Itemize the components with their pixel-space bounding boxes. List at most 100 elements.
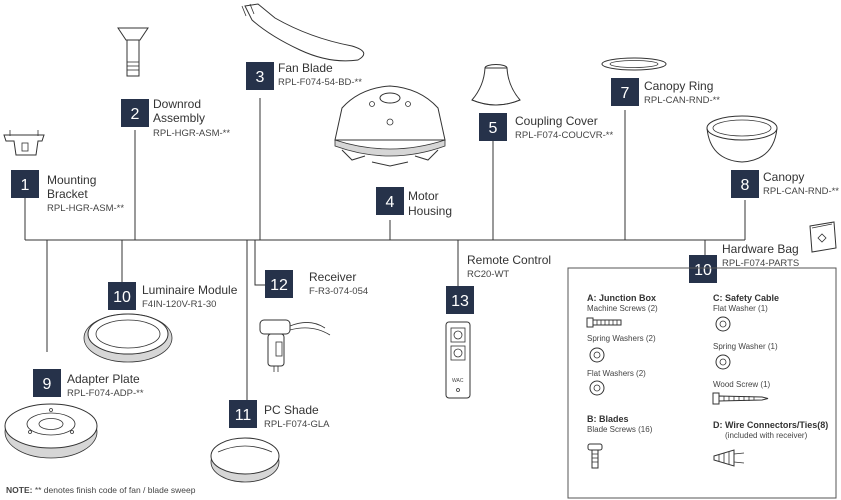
svg-text:11: 11 xyxy=(235,407,252,424)
part-name: Downrod xyxy=(153,97,201,111)
hardware-item: Wood Screw (1) xyxy=(713,380,771,389)
badge-part-7: 7 xyxy=(611,78,639,106)
badge-part-8: 8 xyxy=(731,170,759,198)
label-fan-blade: Fan Blade RPL-F074-54-BD-** xyxy=(278,61,362,88)
part-name: Assembly xyxy=(153,111,205,125)
section-d-title: D: Wire Connectors/Ties(8) xyxy=(713,420,828,430)
part-name: PC Shade xyxy=(264,403,319,417)
svg-text:12: 12 xyxy=(270,277,288,294)
part-code: RPL-F074-ADP-** xyxy=(67,388,144,399)
part-code: RC20-WT xyxy=(467,269,509,280)
svg-text:1: 1 xyxy=(21,177,30,194)
part-name: Canopy Ring xyxy=(644,79,713,93)
part-badges: 1 2 3 4 5 7 8 10 xyxy=(11,62,759,428)
flat-washer-icon xyxy=(715,316,731,332)
flat-washer-icon xyxy=(589,380,605,396)
part-name: Receiver xyxy=(309,270,356,284)
machine-screw-icon xyxy=(586,317,622,328)
label-canopy: Canopy RPL-CAN-RND-** xyxy=(763,170,839,197)
note-label: NOTE: xyxy=(6,485,33,495)
badge-part-10-luminaire: 10 xyxy=(108,282,136,310)
part-name: Motor xyxy=(408,189,439,203)
hardware-bag-box: A: Junction Box Machine Screws (2) Sprin… xyxy=(567,267,837,499)
remote-control-illustration: WAC xyxy=(445,321,471,399)
footnote: NOTE: ** denotes finish code of fan / bl… xyxy=(6,485,196,495)
motor-housing-illustration xyxy=(334,85,446,167)
pc-shade-illustration xyxy=(210,437,280,483)
badge-part-9: 9 xyxy=(33,369,61,397)
part-code: RPL-F074-54-BD-** xyxy=(278,77,362,88)
hardware-item: (included with receiver) xyxy=(725,431,808,440)
hardware-item: Flat Washer (1) xyxy=(713,304,768,313)
hardware-bag-frame xyxy=(567,267,837,499)
part-code: RPL-F074-PARTS xyxy=(722,258,799,269)
downrod-illustration xyxy=(117,27,149,77)
svg-text:5: 5 xyxy=(489,120,498,137)
mounting-bracket-illustration xyxy=(3,130,45,156)
badge-part-5: 5 xyxy=(479,113,507,141)
coupling-cover-illustration xyxy=(471,64,521,106)
label-adapter-plate: Adapter Plate RPL-F074-ADP-** xyxy=(67,372,144,399)
fan-blade-illustration xyxy=(241,3,365,62)
label-coupling-cover: Coupling Cover RPL-F074-COUCVR-** xyxy=(515,114,613,141)
blade-screw-icon xyxy=(587,443,603,469)
canopy-illustration xyxy=(706,115,778,163)
part-name: Coupling Cover xyxy=(515,114,598,128)
svg-text:10: 10 xyxy=(694,262,712,279)
badge-part-2: 2 xyxy=(121,99,149,127)
svg-text:3: 3 xyxy=(256,69,265,86)
luminaire-module-illustration xyxy=(83,313,173,363)
badge-part-4: 4 xyxy=(376,187,404,215)
section-c-title: C: Safety Cable xyxy=(713,293,779,303)
part-name: Housing xyxy=(408,204,452,218)
connector-lines xyxy=(24,98,746,400)
badge-part-13: 13 xyxy=(446,286,474,314)
hardware-item: Spring Washer (1) xyxy=(713,342,778,351)
part-name: Fan Blade xyxy=(278,61,333,75)
spring-washer-icon xyxy=(589,347,605,363)
badge-part-3: 3 xyxy=(246,62,274,90)
part-code: RPL-F074-GLA xyxy=(264,419,330,430)
svg-text:4: 4 xyxy=(386,194,395,211)
note-text: ** denotes finish code of fan / blade sw… xyxy=(32,485,195,495)
part-code: RPL-HGR-ASM-** xyxy=(153,128,230,139)
connector-12 xyxy=(254,240,265,286)
label-remote-control: Remote Control RC20-WT xyxy=(467,253,551,280)
label-mounting-bracket: Mounting Bracket RPL-HGR-ASM-** xyxy=(47,173,124,214)
part-name: Bracket xyxy=(47,187,88,201)
label-hardware-bag: Hardware Bag RPL-F074-PARTS xyxy=(722,242,799,269)
label-receiver: Receiver F-R3-074-054 xyxy=(309,270,368,297)
remote-brand-logo: WAC xyxy=(452,378,464,384)
svg-text:10: 10 xyxy=(113,289,131,306)
svg-text:2: 2 xyxy=(131,106,140,123)
badge-part-10-hardware: 10 xyxy=(689,255,717,283)
svg-text:7: 7 xyxy=(621,85,630,102)
badge-part-11: 11 xyxy=(229,400,257,428)
part-name: Canopy xyxy=(763,170,804,184)
receiver-illustration xyxy=(259,319,331,372)
hardware-item: Spring Washers (2) xyxy=(587,334,656,343)
part-name: Adapter Plate xyxy=(67,372,140,386)
part-name: Hardware Bag xyxy=(722,242,799,256)
hardware-item: Machine Screws (2) xyxy=(587,304,658,313)
part-labels: Mounting Bracket RPL-HGR-ASM-** Downrod … xyxy=(47,61,839,430)
part-code: F-R3-074-054 xyxy=(309,286,368,297)
section-a-title: A: Junction Box xyxy=(587,293,656,303)
svg-text:NOTE: ** denotes finish code o: NOTE: ** denotes finish code of fan / bl… xyxy=(6,485,196,495)
label-motor-housing: Motor Housing xyxy=(408,189,452,218)
part-name: Remote Control xyxy=(467,253,551,267)
part-code: RPL-CAN-RND-** xyxy=(763,186,839,197)
adapter-plate-illustration xyxy=(4,403,98,459)
hardware-item: Flat Washers (2) xyxy=(587,369,646,378)
part-name: Mounting xyxy=(47,173,96,187)
label-canopy-ring: Canopy Ring RPL-CAN-RND-** xyxy=(644,79,720,106)
wire-connector-icon xyxy=(713,449,745,467)
hardware-item: Blade Screws (16) xyxy=(587,425,653,434)
part-code: RPL-HGR-ASM-** xyxy=(47,203,124,214)
badge-part-1: 1 xyxy=(11,170,39,198)
svg-text:13: 13 xyxy=(451,293,469,310)
badge-part-12: 12 xyxy=(265,270,293,298)
section-b-title: B: Blades xyxy=(587,414,629,424)
svg-text:8: 8 xyxy=(741,177,750,194)
